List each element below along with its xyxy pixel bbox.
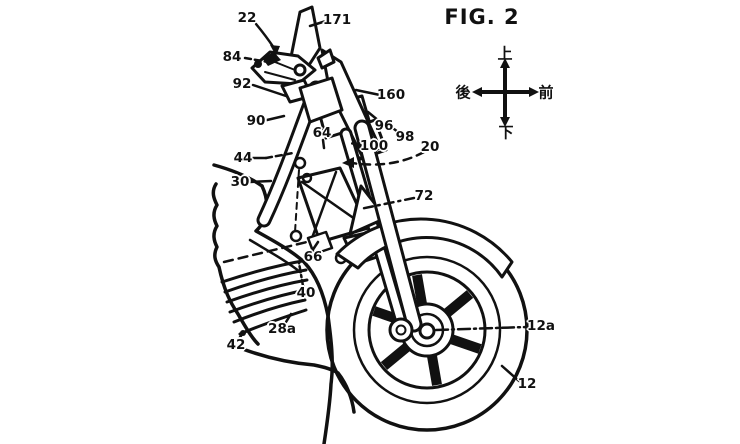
part-label-20: 20 — [420, 139, 440, 155]
leader-28a — [284, 312, 293, 324]
leader-lines — [236, 19, 528, 383]
leader-66 — [310, 240, 320, 253]
handlebar-assembly — [250, 48, 344, 124]
compass-label-front: 前 — [538, 83, 554, 102]
wheel-spokes — [372, 274, 482, 386]
direction-compass — [472, 58, 539, 127]
compass-label-rear: 後 — [455, 83, 471, 102]
compass-label-down: 下 — [498, 123, 514, 142]
clip-mid — [301, 172, 313, 184]
panel-left-edge — [211, 182, 260, 346]
leader-42 — [236, 331, 245, 342]
leader-72 — [358, 196, 416, 211]
front-fork — [353, 119, 436, 343]
leader-84 — [243, 56, 270, 64]
leader-160 — [354, 88, 382, 97]
compass-label-up: 上 — [497, 44, 513, 63]
brace-diagonal-2 — [310, 170, 338, 240]
part-label-66: 66 — [303, 249, 323, 265]
part-label-40: 40 — [296, 285, 316, 301]
leader-171 — [308, 19, 328, 28]
leader-22-arrowhead — [270, 45, 280, 56]
panel-louvers — [220, 258, 310, 336]
part-label-64: 64 — [312, 125, 332, 141]
part-label-30: 30 — [230, 174, 250, 190]
wheel-rim — [367, 270, 487, 390]
bar-end — [254, 60, 262, 68]
part-label-100: 100 — [359, 138, 389, 154]
leader-44-dashed — [264, 151, 295, 160]
part-label-12: 12 — [517, 376, 537, 392]
part-label-44: 44 — [233, 150, 253, 166]
leader-12a — [434, 325, 528, 332]
leader-100 — [348, 141, 368, 148]
leader-20 — [350, 150, 426, 166]
part-label-98: 98 — [395, 129, 415, 145]
leader-92 — [251, 83, 288, 98]
compass-arrow-up — [500, 58, 510, 68]
brace-diagonal-1 — [300, 180, 364, 226]
compass-arrow-left — [472, 87, 482, 97]
part-label-72: 72 — [414, 188, 434, 204]
part-label-42: 42 — [226, 337, 246, 353]
leader-90 — [265, 114, 286, 122]
part-label-160: 160 — [376, 87, 406, 103]
part-label-12a: 12a — [527, 318, 555, 334]
leader-30 — [248, 179, 273, 184]
clip-upper — [293, 156, 307, 170]
part-label-28a: 28a — [268, 321, 296, 337]
part-label-92: 92 — [232, 76, 252, 92]
stem-upper — [298, 76, 344, 124]
leader-20-arrowhead — [342, 157, 354, 168]
leader-64 — [321, 138, 326, 150]
fork-dropout-bolt — [395, 324, 407, 336]
tire-inner — [352, 255, 502, 405]
panel-top-edge — [212, 163, 264, 188]
part-label-90: 90 — [246, 113, 266, 129]
part-label-22: 22 — [237, 10, 257, 26]
figure-title: FIG. 2 — [444, 5, 520, 29]
axle-center — [418, 322, 436, 340]
part-label-171: 171 — [322, 12, 352, 28]
leader-22 — [254, 22, 276, 50]
panel-step-line — [248, 238, 302, 274]
screen-stay — [316, 48, 336, 70]
panel-bottom-edge — [238, 346, 356, 414]
clamp-bolt — [293, 63, 307, 77]
panel-right-edge — [254, 184, 334, 444]
part-label-84: 84 — [222, 49, 242, 65]
leader-40 — [297, 261, 305, 288]
leader-12 — [500, 364, 521, 383]
leader-98 — [388, 124, 400, 134]
body-panel — [211, 163, 356, 444]
compass-arrow-down — [500, 117, 510, 127]
clip-lower — [289, 229, 303, 243]
leader-96 — [366, 110, 381, 123]
part-label-96: 96 — [374, 118, 394, 134]
compass-arrow-right — [529, 87, 539, 97]
